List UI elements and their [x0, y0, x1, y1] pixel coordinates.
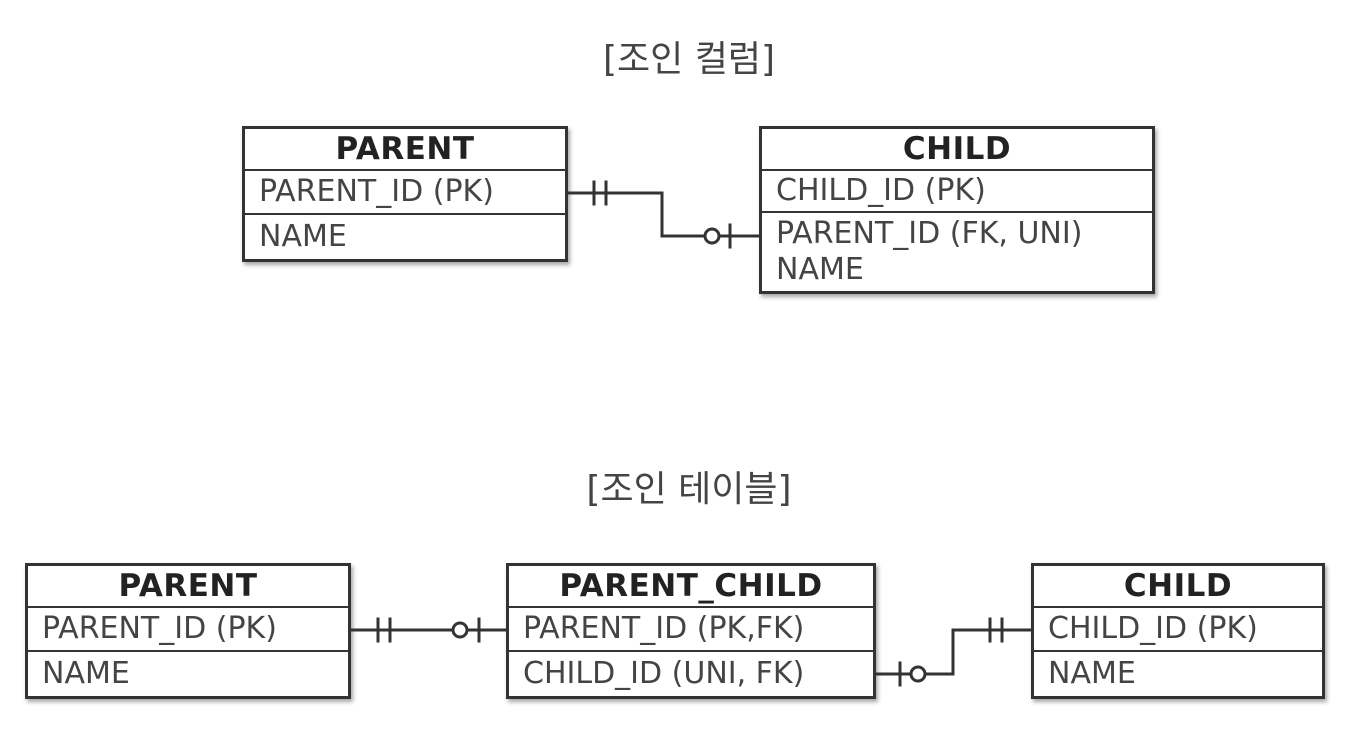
entity-column-parent-id-fk: PARENT_ID (FK, UNI) — [776, 216, 1083, 251]
entity-column-parent-id-pk-fk: PARENT_ID (PK,FK) — [509, 608, 873, 652]
entity-parent-join-table: PARENT PARENT_ID (PK) NAME — [25, 563, 351, 699]
entity-column-name: NAME — [259, 219, 347, 254]
entity-child-join-column: CHILD CHILD_ID (PK) PARENT_ID (FK, UNI) … — [759, 126, 1155, 294]
relationship-parent-child-to-child — [874, 617, 1033, 687]
entity-column-name: NAME — [42, 656, 130, 691]
entity-column-name: NAME — [1048, 656, 1136, 691]
entity-column-name: NAME — [776, 252, 864, 287]
entity-parent-join-column: PARENT PARENT_ID (PK) NAME — [242, 126, 568, 262]
relationship-parent-child-top — [566, 180, 761, 249]
entity-column-child-id: CHILD_ID (PK) — [1034, 608, 1322, 652]
entity-column-child-id-uni-fk: CHILD_ID (UNI, FK) — [523, 656, 805, 691]
entity-column-child-id: CHILD_ID (PK) — [762, 171, 1152, 213]
entity-column-parent-id: PARENT_ID (PK) — [245, 171, 565, 215]
relationship-parent-to-parent-child — [349, 617, 508, 643]
entity-child-join-table: CHILD CHILD_ID (PK) NAME — [1031, 563, 1325, 699]
entity-header: CHILD — [762, 129, 1152, 171]
entity-parent-child-join-table: PARENT_CHILD PARENT_ID (PK,FK) CHILD_ID … — [506, 563, 876, 699]
entity-column-parent-id: PARENT_ID (PK) — [28, 608, 348, 652]
entity-header: PARENT_CHILD — [509, 566, 873, 608]
entity-header: CHILD — [1034, 566, 1322, 608]
join-column-title: [조인 컬럼] — [602, 39, 776, 80]
entity-header: PARENT — [28, 566, 348, 608]
entity-column-group: PARENT_ID (FK, UNI) NAME — [762, 213, 1152, 291]
join-table-title: [조인 테이블] — [586, 469, 792, 510]
entity-header: PARENT — [245, 129, 565, 171]
